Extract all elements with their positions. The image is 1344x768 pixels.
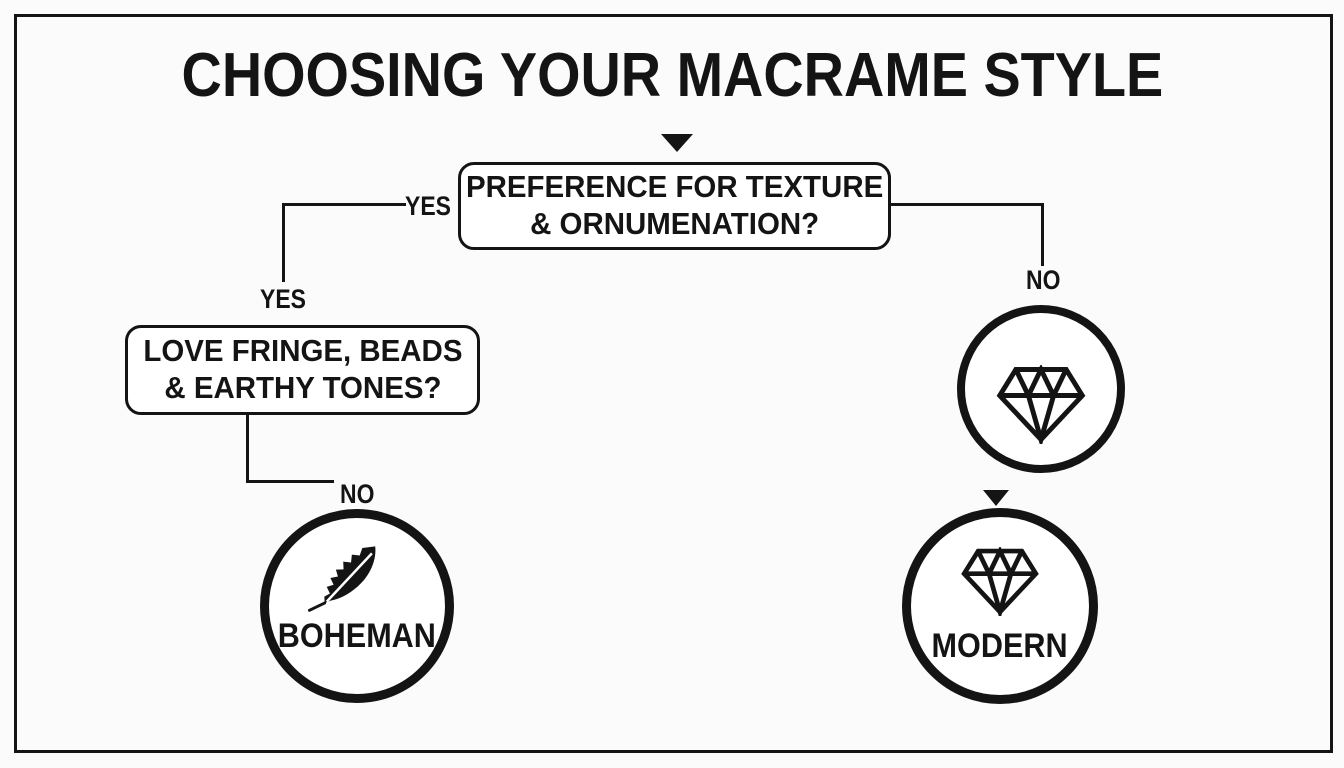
page-title: CHOOSING YOUR MACRAME STYLE [0, 40, 1344, 111]
page-frame [14, 14, 1333, 753]
connector-left-to-bohemian-horizontal [246, 480, 334, 483]
page-title-text: CHOOSING YOUR MACRAME STYLE [181, 41, 1163, 110]
modern-label: MODERN [931, 627, 1068, 665]
flow-start-arrow-icon [661, 134, 693, 152]
root-question-box: PREFERENCE FOR TEXTURE & ORNUMENATION? [458, 162, 891, 250]
diamond-icon [961, 547, 1039, 616]
modern-arrow-icon [983, 490, 1009, 506]
left-question-text: LOVE FRINGE, BEADS & EARTHY TONES? [143, 333, 462, 406]
yes-label-root: YES [405, 191, 451, 221]
left-question-box: LOVE FRINGE, BEADS & EARTHY TONES? [125, 325, 480, 415]
yes-label-left-branch: YES [260, 284, 306, 314]
connector-left-to-bohemian-vertical [246, 414, 249, 483]
connector-root-to-right-vertical [1041, 203, 1044, 266]
root-question-line2: & ORNUMENATION? [529, 206, 820, 241]
left-question-line2: & EARTHY TONES? [163, 370, 442, 405]
connector-root-to-left-vertical [282, 203, 285, 282]
left-question-line1: LOVE FRINGE, BEADS [142, 333, 463, 369]
no-label-right-branch: NO [1025, 265, 1061, 295]
no-label-left-branch: NO [339, 479, 375, 509]
bohemian-node-circle: BOHEMAN [260, 509, 454, 703]
root-question-text: PREFERENCE FOR TEXTURE & ORNUMENATION? [466, 169, 883, 242]
bohemian-label: BOHEMAN [277, 617, 437, 655]
connector-root-to-right-horizontal [891, 203, 1044, 206]
feather-icon [307, 546, 376, 612]
diamond-node-circle [957, 305, 1125, 473]
diamond-icon [996, 365, 1086, 444]
modern-node-circle: MODERN [902, 508, 1098, 704]
root-question-line1: PREFERENCE FOR TEXTURE [465, 169, 884, 205]
connector-root-to-left-horizontal [282, 203, 406, 206]
